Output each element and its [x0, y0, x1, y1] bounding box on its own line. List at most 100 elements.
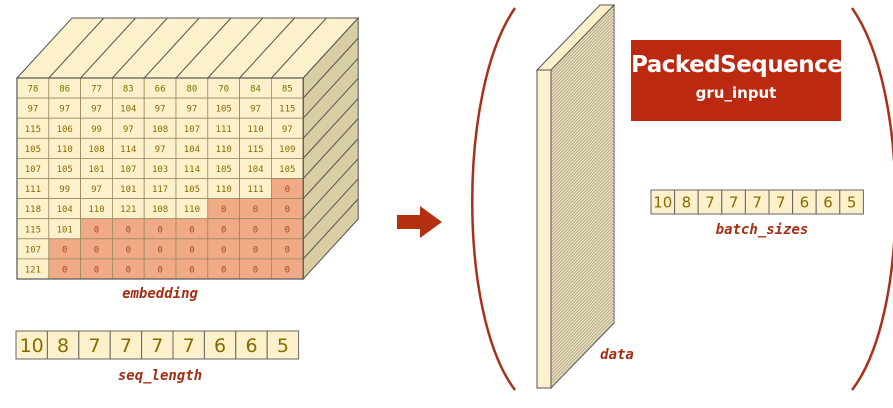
- embedding-cell-value: 101: [57, 225, 73, 235]
- embedding-cell-value: 97: [91, 185, 102, 195]
- cube-right-line: [302, 118, 359, 179]
- embedding-cell-value: 99: [91, 125, 102, 135]
- cube-top-line: [271, 17, 327, 79]
- embedding-cell-value: 114: [120, 145, 136, 155]
- embedding-cell-value: 0: [126, 265, 131, 275]
- data-stripe: [551, 273, 614, 340]
- data-slab-front: [536, 69, 552, 389]
- embedding-cell-value: 0: [94, 225, 99, 235]
- data-stripe: [551, 139, 614, 205]
- embedding-cell-value: 0: [62, 265, 67, 275]
- embedding-cell-value: 105: [216, 165, 232, 175]
- data-stripe: [551, 302, 614, 368]
- data-stripe: [551, 148, 614, 215]
- embedding-cell-value: 0: [189, 245, 194, 255]
- embedding-cell-value: 107: [120, 165, 136, 175]
- data-stripe: [551, 244, 614, 311]
- packed-sequence-title-box: PackedSequence gru_input: [631, 40, 843, 121]
- batch-size-cell: [839, 189, 864, 215]
- cube-right-line: [302, 37, 359, 99]
- seq-length-cell-value: 6: [245, 335, 257, 357]
- embedding-cell-value: 0: [189, 265, 194, 275]
- data-stripe: [551, 180, 614, 247]
- data-stripe: [551, 295, 614, 362]
- embedding-cell-value: 108: [152, 205, 168, 215]
- batch-size-cell-value: 7: [705, 193, 715, 211]
- data-stripe: [551, 276, 614, 343]
- batch-size-cell-value: 7: [752, 193, 762, 211]
- data-stripe: [551, 270, 614, 336]
- embedding-cell-value: 107: [25, 245, 41, 255]
- cube-right-line: [302, 57, 359, 119]
- data-stripe: [551, 171, 614, 237]
- cube-top-line: [112, 17, 168, 79]
- embedding-cell-value: 97: [91, 105, 102, 115]
- data-stripe: [551, 11, 614, 77]
- embedding-cell-value: 105: [184, 185, 200, 195]
- data-stripe: [551, 279, 614, 346]
- embedding-cell-value: 97: [186, 105, 197, 115]
- embedding-cell-value: 0: [221, 205, 226, 215]
- gru-input-subtitle: gru_input: [695, 84, 777, 102]
- embedding-cell-value: 0: [126, 225, 131, 235]
- embedding-cell-value: 84: [250, 85, 261, 95]
- embedding-cell-value: 103: [152, 165, 168, 175]
- data-stripe: [551, 311, 614, 378]
- data-stripe: [551, 299, 614, 365]
- embedding-cell-value: 0: [157, 245, 162, 255]
- embedding-cell-value: 97: [123, 125, 134, 135]
- data-stripe: [551, 164, 614, 231]
- cube-right-line: [302, 138, 359, 199]
- data-stripe: [551, 107, 614, 173]
- embedding-cell-value: 0: [285, 225, 290, 235]
- data-stripe: [551, 68, 614, 135]
- embedding-cell-value: 97: [59, 105, 70, 115]
- batch-size-cell-value: 7: [729, 193, 739, 211]
- embedding-cell-value: 0: [221, 265, 226, 275]
- data-stripe: [551, 20, 614, 87]
- embedding-cell-value: 104: [184, 145, 200, 155]
- data-stripe: [551, 43, 614, 109]
- embedding-cell-value: 101: [120, 185, 136, 195]
- data-stripe: [551, 55, 614, 122]
- batch-size-cell-value: 6: [823, 193, 833, 211]
- left-parenthesis-icon: [471, 7, 517, 391]
- embedding-cell-value: 0: [253, 245, 258, 255]
- embedding-cell-value: 115: [25, 225, 41, 235]
- data-stripe: [551, 177, 614, 244]
- seq-length-label: seq_length: [118, 368, 202, 384]
- cube-top-line: [143, 17, 200, 79]
- data-stripe: [551, 206, 614, 272]
- cube-top-face: [15, 17, 360, 79]
- data-stripe: [551, 318, 614, 384]
- data-stripe: [551, 292, 614, 359]
- right-parenthesis-icon: [850, 7, 893, 391]
- packed-sequence-title: PackedSequence: [631, 52, 843, 78]
- embedding-cell-value: 111: [247, 185, 263, 195]
- data-stripe: [551, 260, 614, 327]
- embedding-cell-value: 85: [282, 85, 293, 95]
- data-stripe: [551, 100, 614, 167]
- data-stripe: [551, 132, 614, 199]
- data-stripe: [551, 222, 614, 288]
- data-stripe: [551, 254, 614, 320]
- cube-right-line: [302, 77, 359, 139]
- cube-top-line: [207, 17, 264, 79]
- data-stripe: [551, 30, 614, 96]
- seq-length-cell-value: 7: [151, 335, 163, 357]
- embedding-cell-value: 105: [57, 165, 73, 175]
- embedding-cell-value: 111: [216, 125, 232, 135]
- data-stripe: [551, 235, 614, 301]
- embedding-cell-value: 110: [216, 145, 232, 155]
- data-stripe: [551, 65, 614, 132]
- seq-length-cell: [46, 330, 80, 360]
- data-stripe: [551, 97, 614, 164]
- data-stripe: [551, 14, 614, 80]
- data-stripe: [551, 62, 614, 128]
- data-stripe: [551, 305, 614, 372]
- right-arrow-icon: [397, 206, 442, 238]
- embedding-label: embedding: [122, 286, 198, 302]
- data-stripe: [551, 33, 614, 100]
